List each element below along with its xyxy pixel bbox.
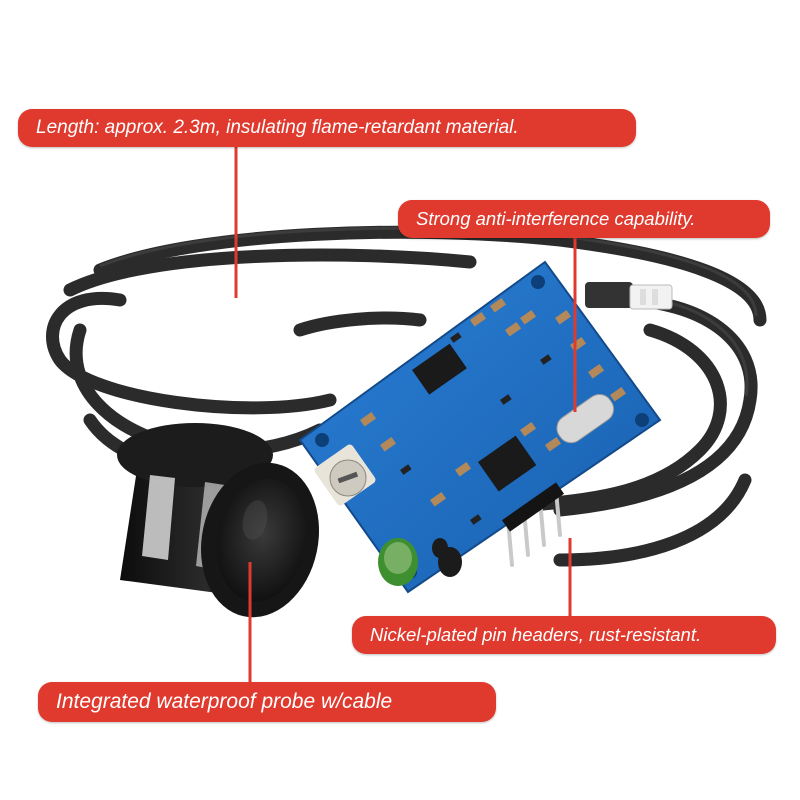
waterproof-probe: [117, 423, 320, 618]
callout-pin-headers: Nickel-plated pin headers, rust-resistan…: [352, 616, 776, 654]
leader-lines: [234, 147, 577, 682]
potentiometer: [314, 444, 376, 506]
sensor-board: [298, 260, 662, 594]
callout-anti-interference: Strong anti-interference capability.: [398, 200, 770, 238]
cable-connector: [585, 282, 673, 310]
capacitor: [378, 538, 462, 586]
callout-waterproof-probe: Integrated waterproof probe w/cable: [38, 682, 496, 722]
coiled-cable: [46, 225, 767, 567]
callout-length: Length: approx. 2.3m, insulating flame-r…: [18, 109, 636, 147]
